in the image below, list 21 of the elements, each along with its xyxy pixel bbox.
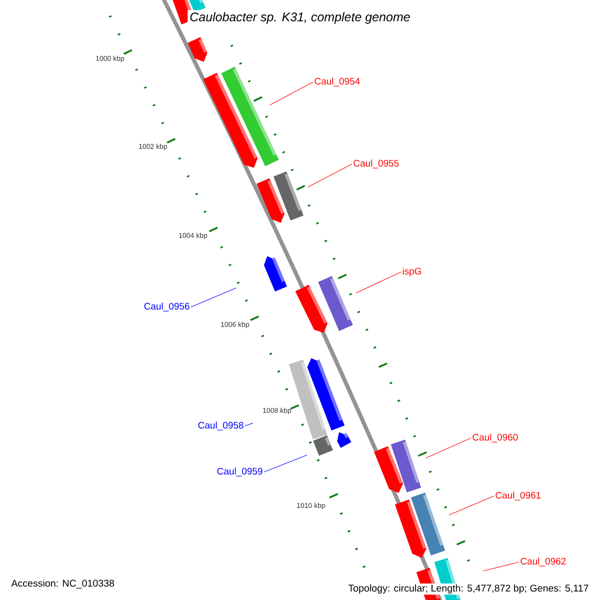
gene-label: Caul_0961: [496, 492, 541, 500]
gene-label: ispG: [402, 268, 422, 276]
title: Caulobacter sp. K31, complete genome: [188, 10, 412, 26]
leader-line: [264, 454, 308, 472]
gene-label: Caul_0960: [472, 434, 518, 442]
leader-line: [190, 288, 236, 308]
leader-line: [482, 562, 520, 572]
gene-label: Caul_0962: [520, 558, 566, 566]
info-text: Accession: NC_010338: [10, 578, 116, 590]
gene-label: Caul_0955: [354, 160, 399, 168]
leader-line: [356, 272, 402, 294]
info-text: Topology: circular; Length: 5,477,872 bp; Genes: 5,117: [347, 583, 590, 595]
gene-label: Caul_0954: [314, 78, 360, 86]
leader-line: [244, 422, 254, 426]
leader-line: [448, 496, 494, 516]
leader-line: [426, 438, 472, 458]
leader-line: [308, 164, 352, 188]
gene-label: Caul_0958: [198, 422, 244, 430]
leader-line: [270, 82, 314, 106]
gene-label: Caul_0956: [144, 302, 190, 312]
gene-label: Caul_0959: [217, 468, 262, 476]
